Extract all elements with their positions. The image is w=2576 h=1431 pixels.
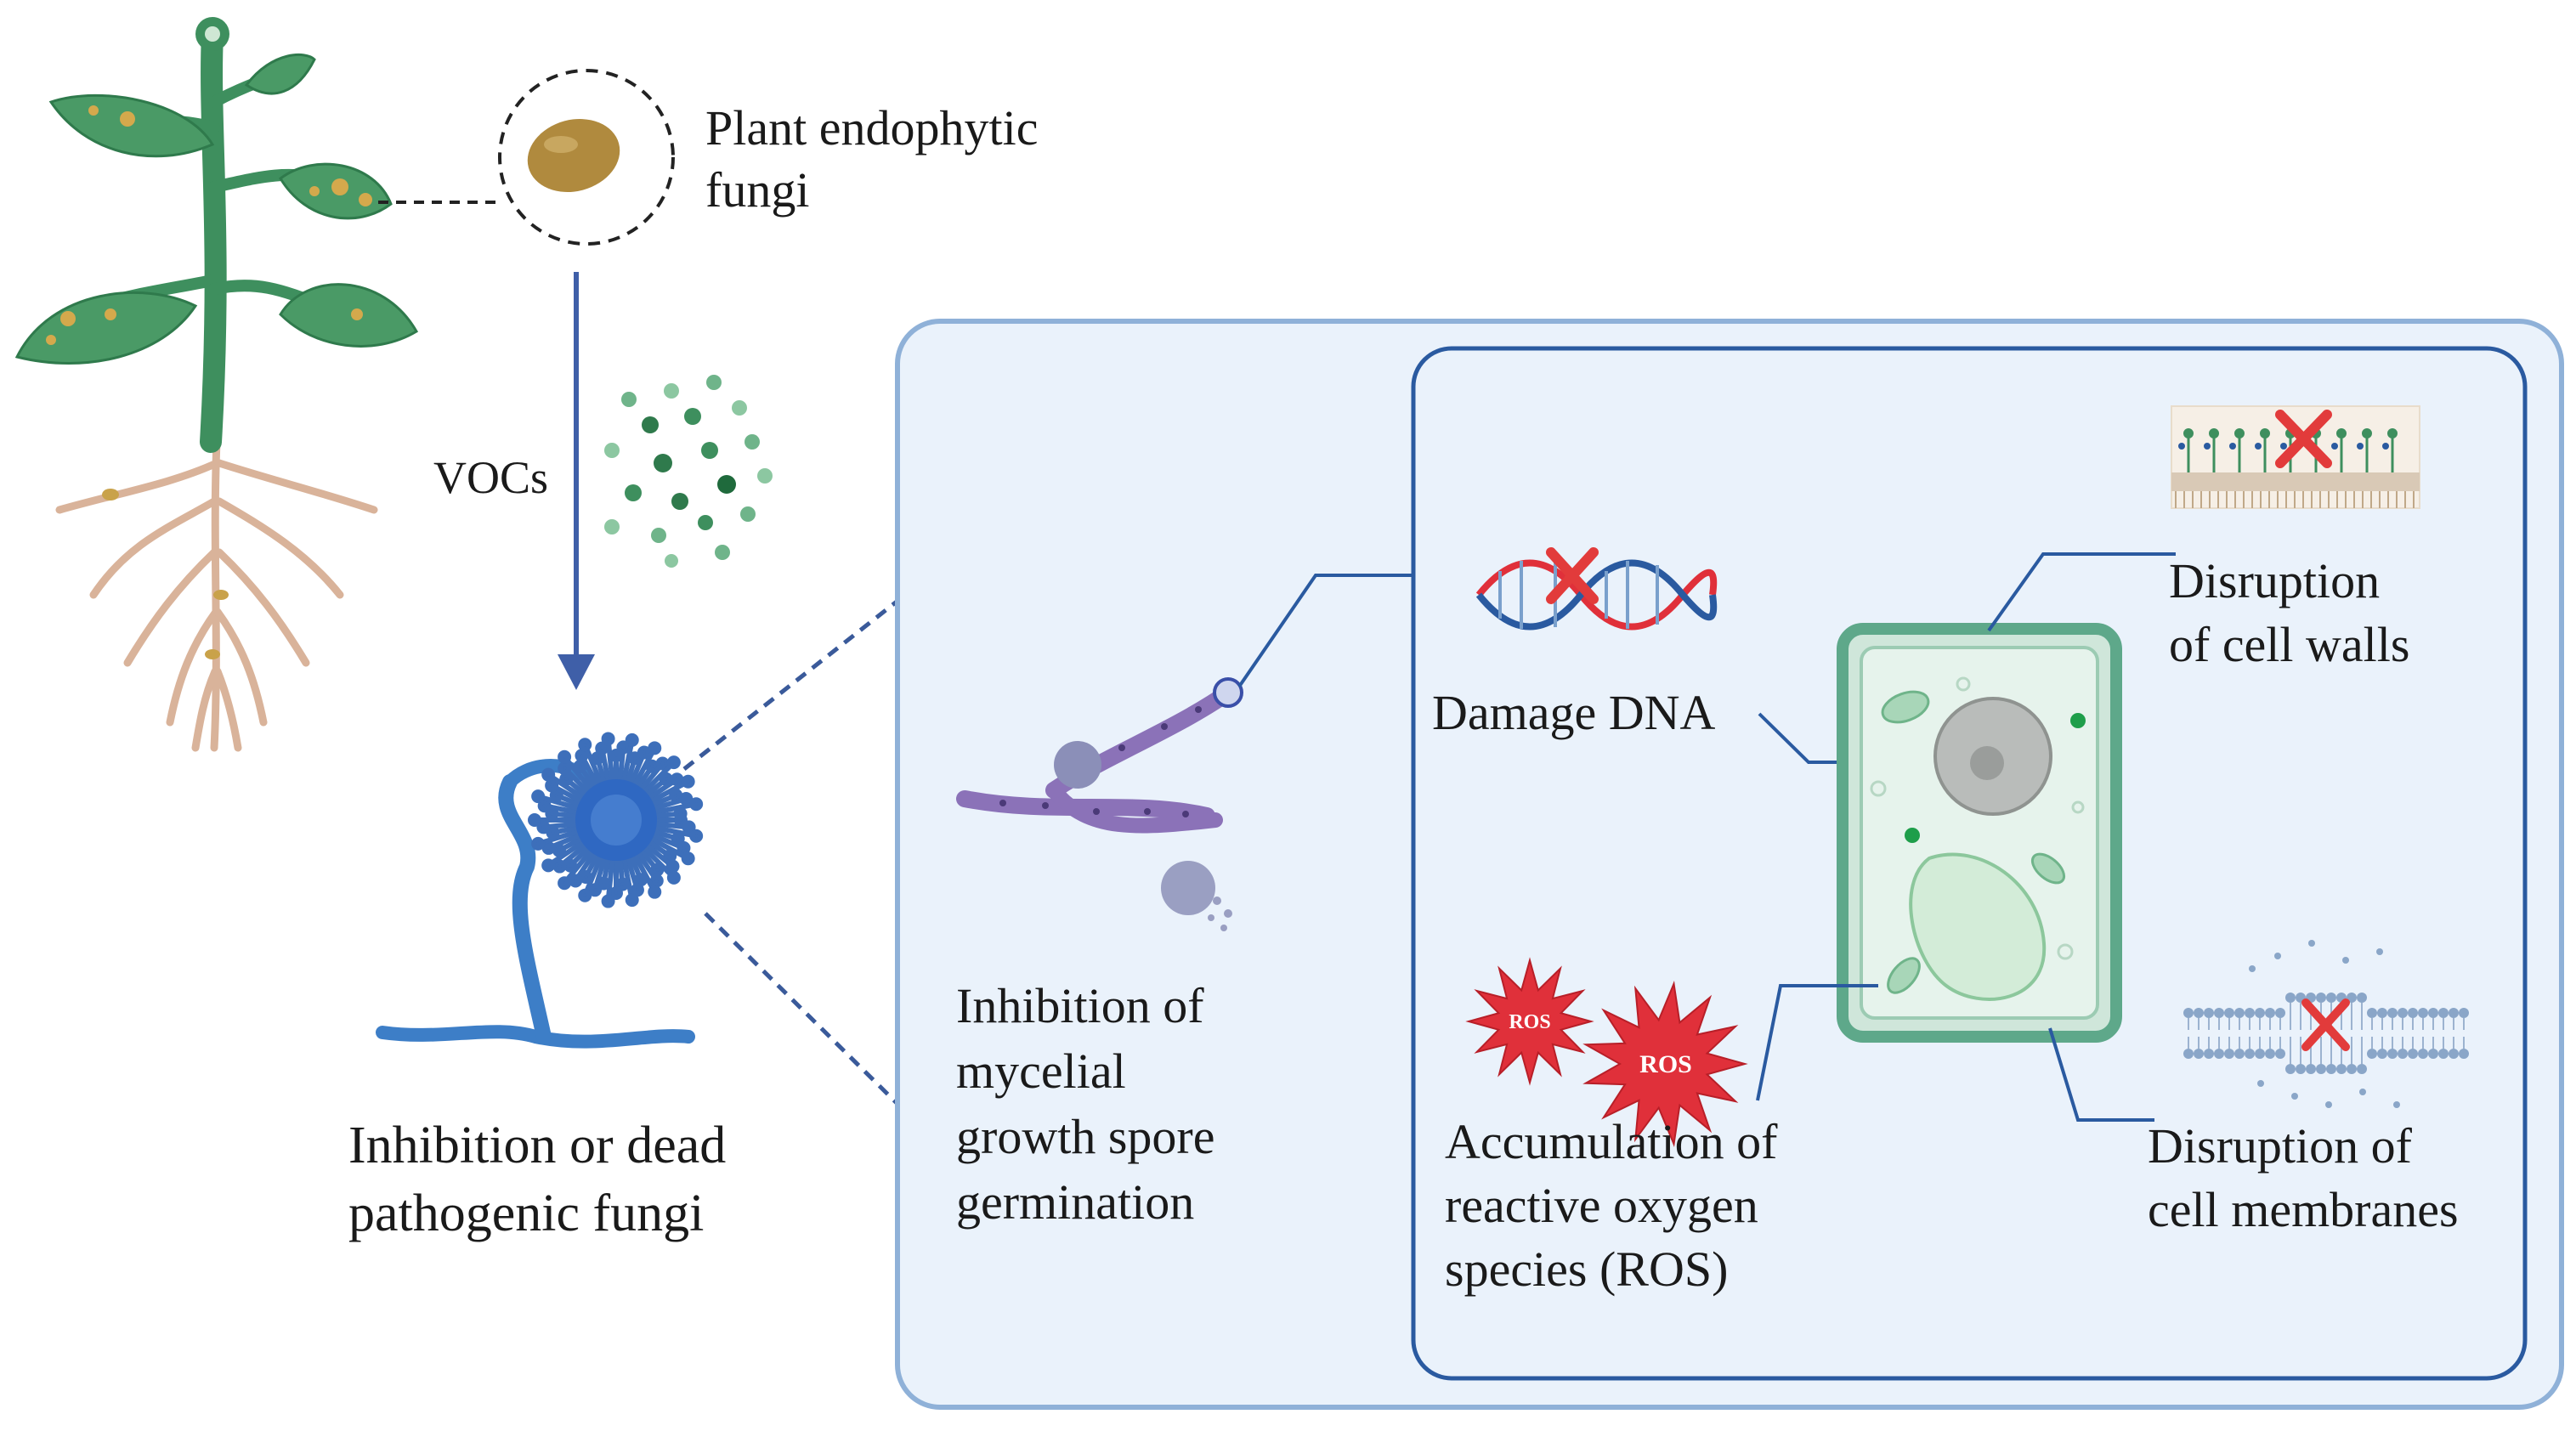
label-damage-dna: Damage DNA — [1432, 685, 1716, 740]
mitochondrion-icon — [1881, 690, 1930, 724]
label-ros-line1: Accumulation of — [1445, 1114, 1778, 1169]
ros-burst-icon-large: ROS — [1582, 981, 1748, 1147]
connector-cell-wall — [1987, 552, 2176, 632]
dna-icon — [1475, 547, 1718, 631]
connector-ros — [1756, 984, 1878, 1101]
pathogenic-fungus-illustration — [376, 732, 704, 1049]
germinating-spore — [1161, 861, 1215, 915]
plant-leaves — [14, 54, 419, 365]
ros-badge-small: ROS — [1509, 1011, 1550, 1033]
connector-hypha-to-cell — [1237, 574, 1413, 688]
label-ros-line3: species (ROS) — [1445, 1242, 1728, 1297]
label-mycelial-line3: growth spore — [956, 1109, 1214, 1164]
label-inhibition-dead-line1: Inhibition or dead — [348, 1117, 726, 1174]
plant-stem — [200, 23, 227, 453]
label-cell-walls-line2: of cell walls — [2169, 617, 2409, 672]
spore-on-hypha — [1054, 741, 1101, 789]
label-inhibition-dead-line2: pathogenic fungi — [348, 1185, 704, 1242]
label-mycelial-line2: mycelial — [956, 1044, 1126, 1099]
label-mycelial-line4: germination — [956, 1174, 1194, 1230]
label-ros-line2: reactive oxygen — [1445, 1178, 1758, 1233]
plant-illustration — [14, 17, 419, 752]
label-endophytic-line2: fungi — [705, 162, 809, 218]
dna-damage-cross-icon — [1546, 547, 1599, 604]
cell-membrane-icon — [2183, 940, 2469, 1108]
label-cell-walls-line1: Disruption — [2169, 553, 2380, 608]
plant-roots — [55, 438, 378, 752]
zoom-line-lower — [704, 912, 898, 1105]
leaf-infection-spots — [46, 105, 372, 345]
root-nodules — [102, 489, 229, 659]
plant-cell-illustration — [1837, 623, 2122, 1043]
vocs-arrow-head — [558, 654, 595, 690]
connector-membrane — [2048, 1027, 2154, 1122]
cell-wall-icon — [2171, 405, 2420, 509]
hypha-illustration — [956, 677, 1243, 931]
ros-badge-large: ROS — [1639, 1050, 1692, 1078]
ros-burst-icon-small: ROS — [1465, 957, 1594, 1086]
endophyte-callout-circle — [498, 69, 675, 246]
cell-wall-cross-icon — [2275, 410, 2332, 468]
cell-vacuole — [1909, 852, 2047, 1001]
zoom-line-upper — [682, 600, 898, 771]
cell-membrane-cross-icon — [2301, 998, 2350, 1051]
voc-particles — [604, 375, 773, 568]
endophytic-fungus-icon — [527, 119, 620, 192]
hypha-zoom-marker — [1213, 677, 1243, 708]
label-cell-membranes-line1: Disruption of — [2148, 1118, 2413, 1174]
label-vocs: VOCs — [433, 452, 548, 503]
label-mycelial-line1: Inhibition of — [956, 978, 1204, 1033]
label-endophytic-line1: Plant endophytic — [705, 100, 1038, 156]
label-cell-membranes-line2: cell membranes — [2148, 1182, 2459, 1237]
